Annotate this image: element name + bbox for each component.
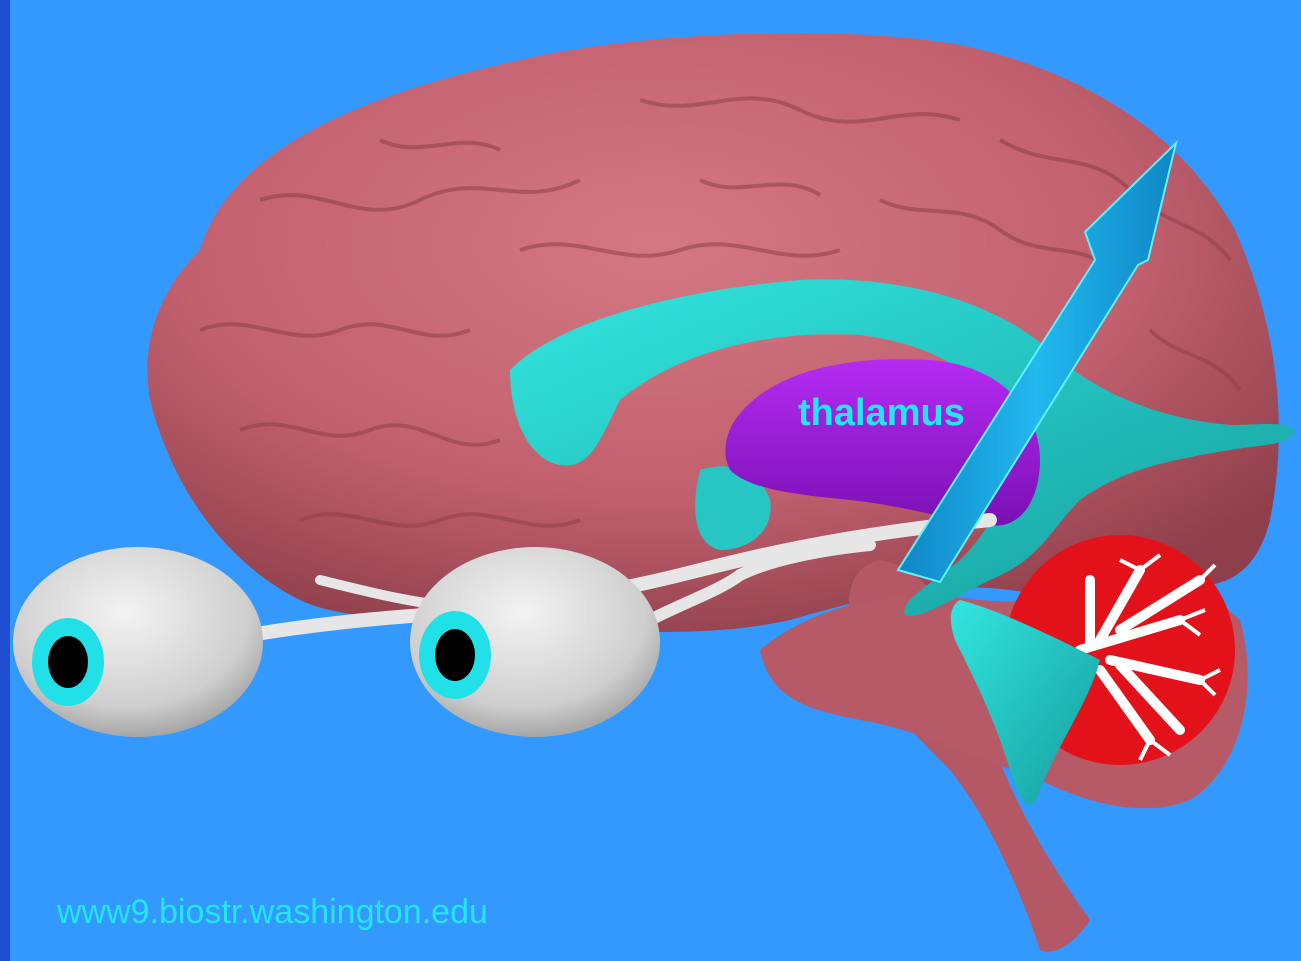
eyeball-right bbox=[410, 547, 660, 737]
thalamus-label: thalamus bbox=[798, 392, 965, 435]
source-url: www9.biostr.washington.edu bbox=[57, 893, 488, 932]
eyeball-left bbox=[13, 547, 263, 737]
